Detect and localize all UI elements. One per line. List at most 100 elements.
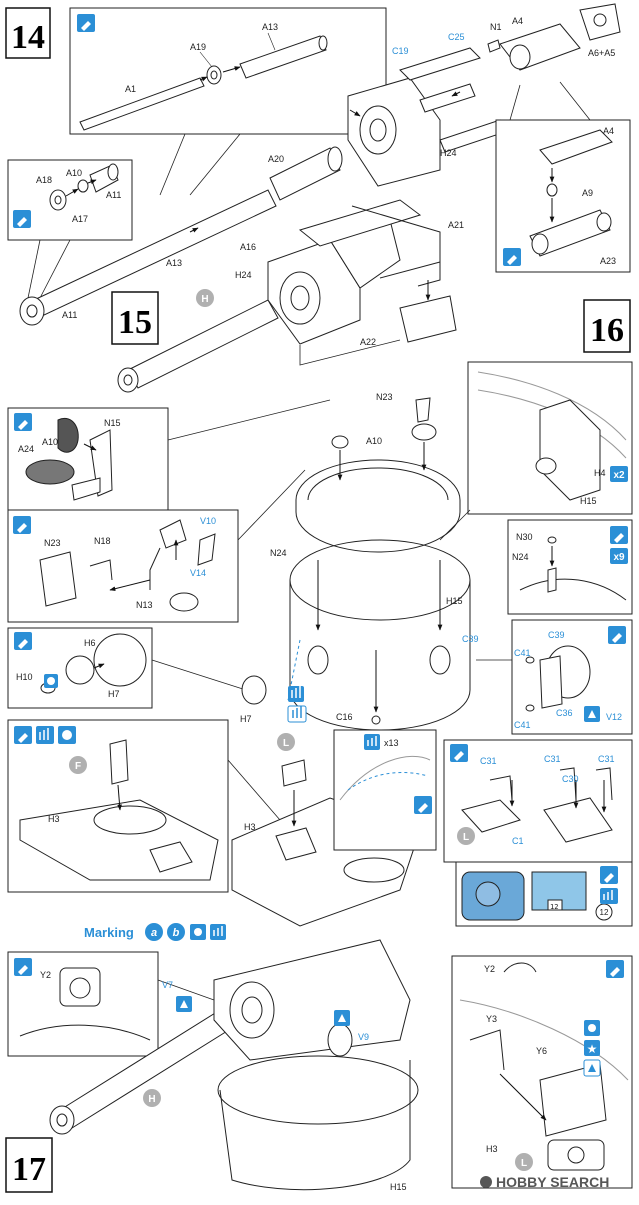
- svg-text:12: 12: [600, 908, 609, 917]
- y3-y6-detail-inset: Y2 Y3 Y6 H3 ★ L: [451, 955, 633, 1189]
- paint-tip-icon: [503, 248, 521, 266]
- step-16-box: [583, 299, 631, 353]
- step-14-box: [5, 7, 51, 59]
- label-y3: Y3: [486, 1014, 497, 1024]
- label-a4: A4: [603, 126, 614, 136]
- sleeve-a19: [206, 65, 222, 85]
- label-c31-c: C31: [598, 754, 615, 764]
- decal-icon-outline: [287, 705, 307, 723]
- paint-tip-icon: [608, 626, 626, 644]
- label-h3-bottom: H3: [486, 1144, 498, 1154]
- label-v10: V10: [200, 516, 216, 526]
- label-n24: N24: [270, 548, 287, 558]
- seat-detail-inset: N15 A24 A10: [7, 407, 169, 511]
- label-h15-inset: H15: [580, 496, 597, 506]
- marking-row: Marking a b: [84, 923, 226, 941]
- hatch-detail-inset: H6 H10 H7: [7, 627, 153, 709]
- label-n30: N30: [516, 532, 533, 542]
- part-n23: [411, 397, 437, 441]
- label-c30: C30: [562, 774, 579, 784]
- decal-icon: [210, 924, 226, 940]
- label-h24-top: H24: [440, 148, 457, 158]
- label-a21: A21: [448, 220, 464, 230]
- gun-barrel-main: [19, 146, 343, 326]
- label-h7: H7: [240, 714, 252, 724]
- seat-assembly-inset: N23 N18 V10 V14 N13: [7, 509, 239, 623]
- label-c19: C19: [392, 46, 409, 56]
- label-n23-inset: N23: [44, 538, 61, 548]
- paint-tip-icon: [450, 744, 468, 762]
- paint-tip-icon: [414, 796, 432, 814]
- label-y2: Y2: [484, 964, 495, 974]
- label-a22: A22: [360, 337, 376, 347]
- label-n18: N18: [94, 536, 111, 546]
- turret-ring-n24: [295, 459, 461, 553]
- step-14-number: 14: [11, 19, 45, 56]
- c39-detail-inset: C39 C41 C41 C36 V12: [511, 619, 633, 735]
- label-a19: A19: [190, 42, 206, 52]
- label-a4-top: A4: [512, 16, 523, 26]
- label-v12: V12: [606, 712, 622, 722]
- svg-text:L: L: [521, 1158, 527, 1169]
- paint-mark-icon: [584, 1020, 600, 1036]
- label-h15-bottom: H15: [390, 1182, 407, 1192]
- callout-f: F: [69, 756, 87, 774]
- marking-label: Marking: [84, 925, 134, 940]
- step-15-number: 15: [118, 304, 152, 341]
- step-15-box: [111, 291, 159, 345]
- paint-tip-icon: [606, 960, 624, 978]
- label-h3-inset: H3: [48, 814, 60, 824]
- label-h7-inset: H7: [108, 689, 120, 699]
- barrel-a1: [79, 77, 205, 131]
- part-a10: [331, 435, 349, 449]
- svg-text:F: F: [75, 761, 81, 772]
- step-17-box: [5, 1137, 53, 1193]
- glue-icon: [334, 1010, 350, 1026]
- label-a16: A16: [240, 242, 256, 252]
- svg-text:x2: x2: [613, 470, 625, 481]
- label-x13: x13: [384, 738, 399, 748]
- qty-badge-x9: x9: [610, 548, 628, 564]
- label-n24-inset: N24: [512, 552, 529, 562]
- label-h10: H10: [16, 672, 33, 682]
- label-a10-main: A10: [366, 436, 382, 446]
- paint-mark-icon: [190, 924, 206, 940]
- decal-12-circle: 12: [595, 903, 613, 921]
- label-y2-inset: Y2: [40, 970, 51, 980]
- bracket-a21: [351, 205, 441, 287]
- label-a9: A9: [582, 188, 593, 198]
- label-h24: H24: [235, 270, 252, 280]
- decal-12-label: 12: [550, 903, 558, 911]
- step-16-number: 16: [590, 312, 624, 349]
- paint-mark-icon: [44, 674, 58, 688]
- label-c41-bottom: C41: [514, 720, 531, 730]
- label-a17: A17: [72, 214, 88, 224]
- step-16: 16 N15 A24 A10: [7, 299, 633, 735]
- label-a13: A13: [166, 258, 182, 268]
- label-c25: C25: [448, 32, 465, 42]
- svg-text:x9: x9: [613, 552, 625, 563]
- label-a10-seat: A10: [42, 437, 58, 447]
- label-a18: A18: [36, 175, 52, 185]
- glue-icon: [584, 706, 600, 722]
- label-a6a5: A6+A5: [588, 48, 615, 58]
- marking-a-badge: a: [145, 923, 163, 941]
- qty-badge-x2: x2: [610, 466, 628, 482]
- part-a22: [399, 295, 457, 343]
- label-n13: N13: [136, 600, 153, 610]
- glue-icon: [176, 996, 192, 1012]
- decal-icon: [364, 734, 380, 750]
- callout-l-inset: L: [457, 827, 475, 845]
- label-y6: Y6: [536, 1046, 547, 1056]
- paint-tip-icon: [14, 632, 32, 650]
- label-c41-top: C41: [514, 648, 531, 658]
- label-a1: A1: [125, 84, 136, 94]
- turret-final-assembly: [49, 939, 419, 1191]
- step-17-number: 17: [12, 1151, 46, 1188]
- watermark: HOBBY SEARCH: [480, 1174, 609, 1190]
- svg-text:L: L: [283, 738, 289, 749]
- x13-detail-inset: x13: [333, 729, 437, 851]
- paint-tip-icon: [610, 526, 628, 544]
- label-c16: C16: [336, 712, 353, 722]
- paint-tip-icon: [13, 210, 31, 228]
